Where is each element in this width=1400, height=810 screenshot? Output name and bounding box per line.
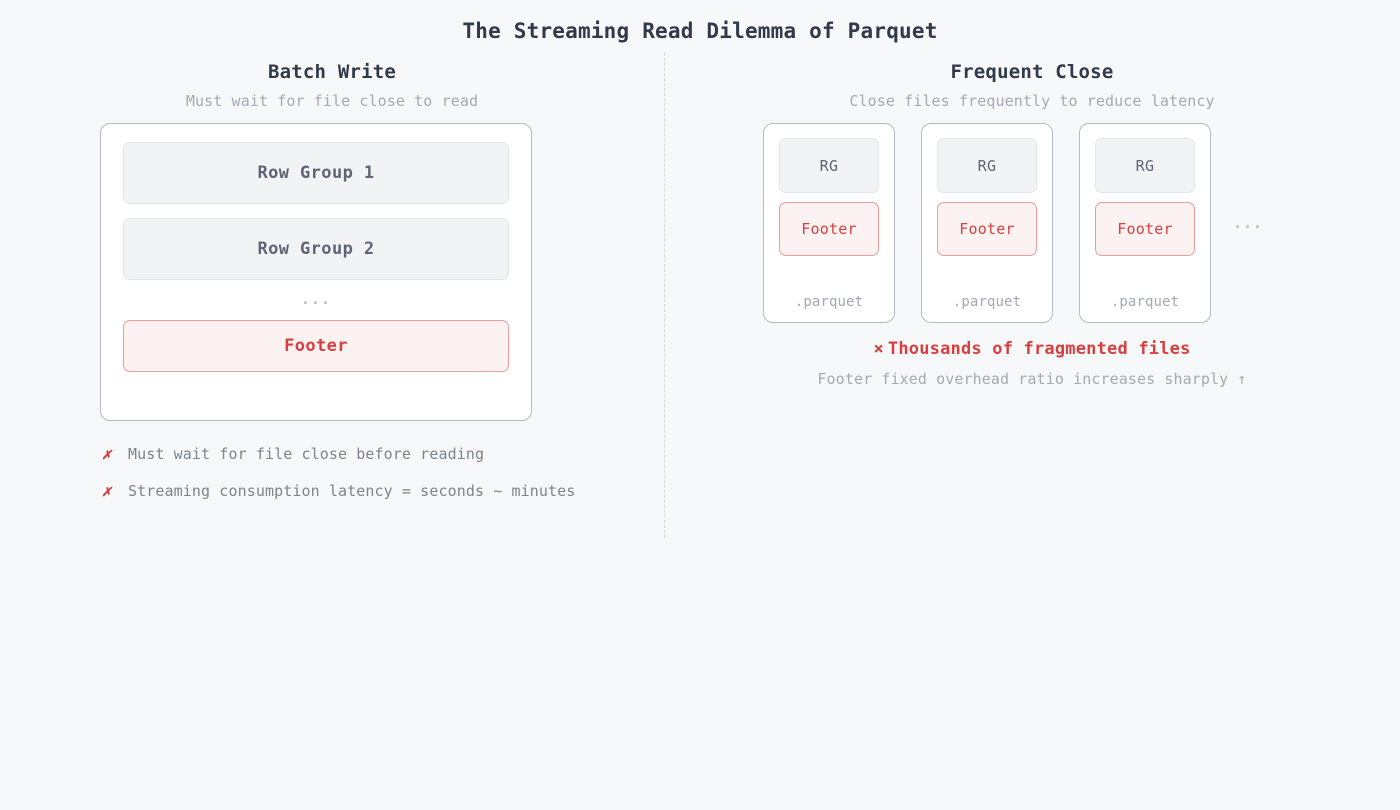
- batch-write-heading: Batch Write: [267, 61, 397, 83]
- batch-write-drawbacks: ✗ Must wait for file close before readin…: [102, 443, 575, 517]
- fragmentation-warning-sub: Footer fixed overhead ratio increases sh…: [817, 370, 1247, 388]
- row-group-box: RG: [779, 138, 879, 193]
- parquet-file-diagram: Row Group 1 Row Group 2 ··· Footer: [100, 123, 532, 421]
- comparison-columns: Batch Write Must wait for file close to …: [0, 48, 1400, 548]
- column-divider: [664, 53, 665, 538]
- list-item-label: Streaming consumption latency = seconds …: [128, 482, 576, 500]
- list-item-label: Must wait for file close before reading: [128, 445, 485, 463]
- batch-write-subheading: Must wait for file close to read: [185, 92, 479, 110]
- ellipsis-icon: ···: [300, 294, 332, 312]
- footer-box: Footer: [779, 202, 879, 256]
- footer-box: Footer: [1095, 202, 1195, 256]
- footer-box: Footer: [937, 202, 1037, 256]
- frequent-close-subheading: Close files frequently to reduce latency: [849, 92, 1215, 110]
- fragmentation-warning-label: Thousands of fragmented files: [887, 339, 1191, 359]
- batch-write-column: Batch Write Must wait for file close to …: [0, 48, 664, 548]
- row-group-box: Row Group 2: [123, 218, 509, 280]
- parquet-file-card: RG Footer .parquet: [1079, 123, 1211, 323]
- row-group-box: Row Group 1: [123, 142, 509, 204]
- row-group-box: RG: [1095, 138, 1195, 193]
- page-title: The Streaming Read Dilemma of Parquet: [462, 19, 938, 43]
- frequent-close-heading: Frequent Close: [950, 61, 1114, 83]
- file-extension-label: .parquet: [952, 294, 1022, 310]
- file-extension-label: .parquet: [1110, 294, 1180, 310]
- parquet-file-card: RG Footer .parquet: [921, 123, 1053, 323]
- row-group-box: RG: [937, 138, 1037, 193]
- cross-mark-icon: ✗: [102, 445, 112, 463]
- fragmented-files-row: RG Footer .parquet RG Footer .parquet RG…: [763, 123, 1263, 323]
- fragmentation-warning: ×Thousands of fragmented files: [664, 338, 1400, 360]
- list-item: ✗ Streaming consumption latency = second…: [102, 480, 575, 502]
- list-item: ✗ Must wait for file close before readin…: [102, 443, 575, 465]
- file-extension-label: .parquet: [794, 294, 864, 310]
- frequent-close-column: Frequent Close Close files frequently to…: [664, 48, 1400, 548]
- footer-box: Footer: [123, 320, 509, 372]
- parquet-file-card: RG Footer .parquet: [763, 123, 895, 323]
- cross-mark-icon: ✗: [102, 482, 112, 500]
- ellipsis-icon: ···: [1233, 218, 1264, 236]
- times-icon: ×: [873, 339, 884, 359]
